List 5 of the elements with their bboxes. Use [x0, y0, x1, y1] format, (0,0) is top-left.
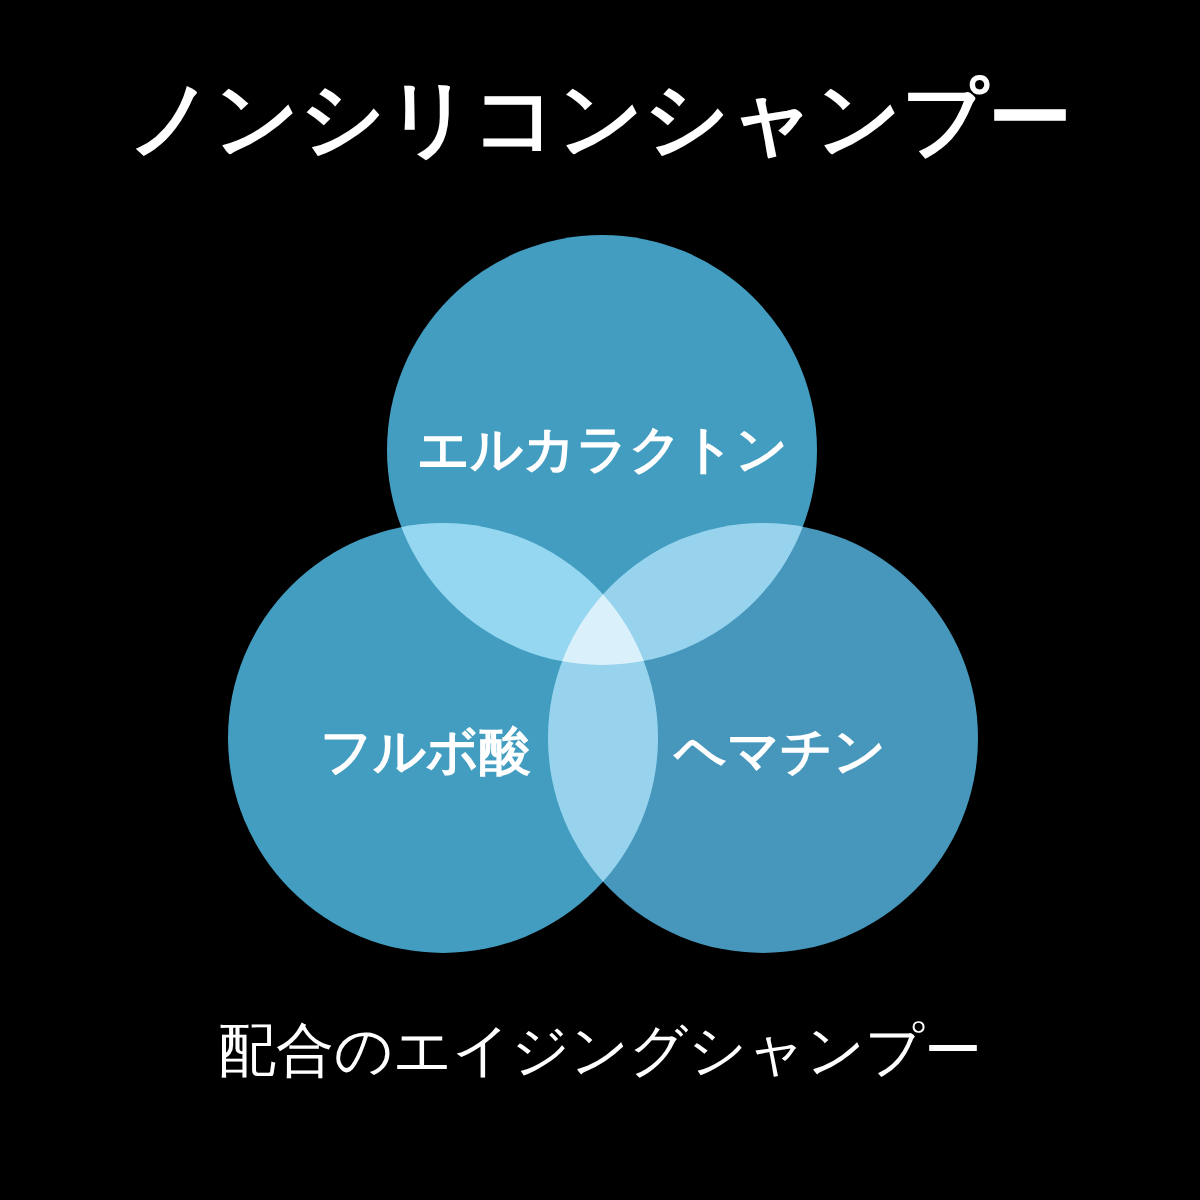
ingredient-label: エルカラクトン [416, 418, 788, 481]
caption: 配合のエイジングシャンプー [217, 1015, 983, 1086]
ingredient-label: ヘマチン [674, 720, 886, 783]
title: ノンシリコンシャンプー [127, 68, 1073, 169]
ingredient-label: フルボ酸 [319, 720, 531, 783]
